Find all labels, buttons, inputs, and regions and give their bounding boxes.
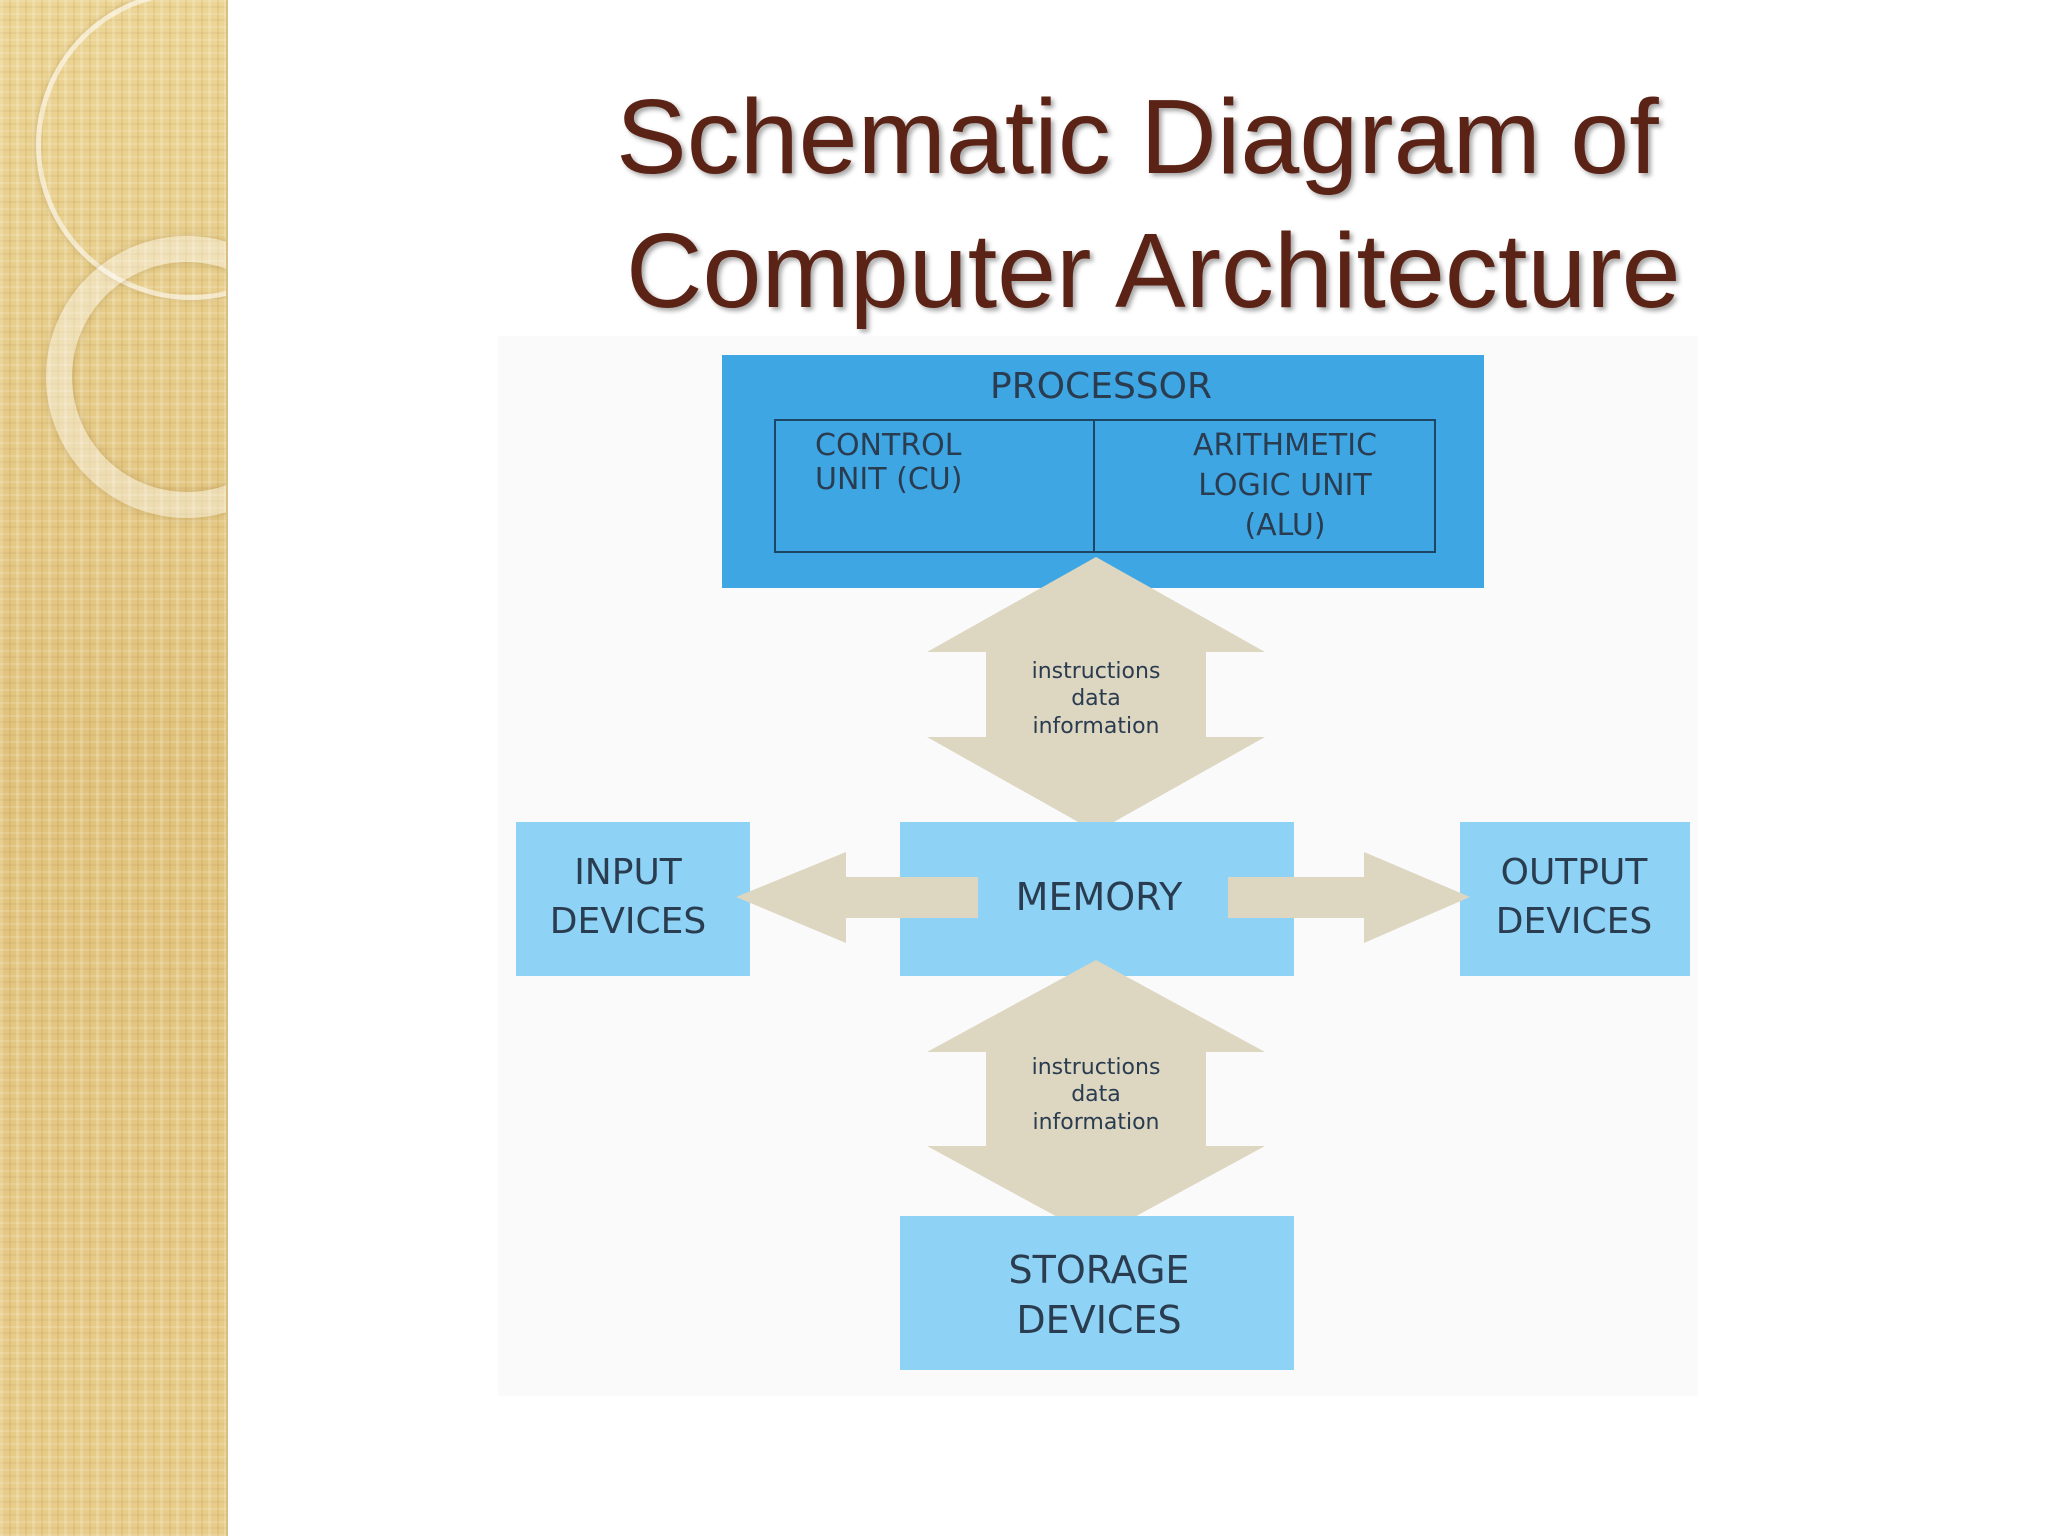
memory-label-front: MEMORY bbox=[1016, 875, 1183, 919]
input-devices-label-line-2: DEVICES bbox=[550, 901, 706, 942]
control-unit-label-line-2: UNIT (CU) bbox=[815, 462, 962, 497]
lower-arrow-label-line-2: data bbox=[1071, 1082, 1121, 1107]
output-devices-label-line-1: OUTPUT bbox=[1501, 852, 1649, 893]
output-devices-box bbox=[1460, 822, 1690, 976]
storage-devices-label-line-1: STORAGE bbox=[1009, 1248, 1190, 1292]
input-devices-box bbox=[516, 822, 750, 976]
lower-arrow-label-line-1: instructions bbox=[1032, 1055, 1161, 1080]
alu-label-line-3: (ALU) bbox=[1244, 508, 1325, 543]
sidebar-divider bbox=[226, 0, 228, 1536]
decorative-sidebar bbox=[0, 0, 228, 1536]
output-devices-label-line-2: DEVICES bbox=[1496, 901, 1652, 942]
upper-arrow-label-line-1: instructions bbox=[1032, 659, 1161, 684]
processor-inner-frame bbox=[774, 419, 1436, 553]
control-unit-label-line-1: CONTROL bbox=[815, 428, 962, 463]
storage-devices-label-line-2: DEVICES bbox=[1016, 1298, 1181, 1342]
memory-to-output-arrow bbox=[1228, 852, 1470, 943]
upper-arrow-label-line-2: data bbox=[1071, 686, 1121, 711]
slide-title: Schematic Diagram of Computer Architectu… bbox=[616, 70, 1916, 338]
memory-storage-arrow bbox=[927, 960, 1265, 1238]
memory-to-input-arrow bbox=[736, 852, 978, 943]
slide-title-line-1: Schematic Diagram of bbox=[616, 78, 1659, 196]
upper-arrow-label-line-3: information bbox=[1033, 714, 1160, 739]
lower-arrow-label-line-3: information bbox=[1033, 1110, 1160, 1135]
storage-devices-box bbox=[900, 1216, 1294, 1370]
memory-label-backdrop bbox=[984, 872, 1220, 922]
processor-label: PROCESSOR bbox=[990, 366, 1212, 407]
alu-label-line-2: LOGIC UNIT bbox=[1198, 468, 1372, 503]
alu-label-line-1: ARITHMETIC bbox=[1193, 428, 1377, 463]
processor-memory-arrow bbox=[927, 557, 1265, 832]
processor-box bbox=[722, 355, 1484, 588]
input-devices-label-line-1: INPUT bbox=[574, 852, 683, 893]
slide-title-line-2: Computer Architecture bbox=[626, 212, 1681, 330]
